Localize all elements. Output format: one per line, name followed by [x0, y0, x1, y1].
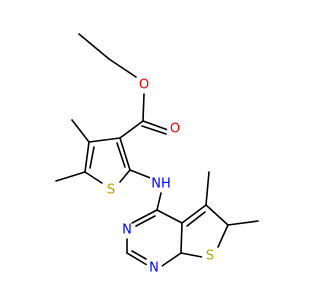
- bonds: [55, 33, 259, 267]
- bond-c4-c5-inner: [89, 146, 95, 169]
- sulfur-bottom-ring-label: S: [206, 249, 214, 264]
- bond-nh-c4prime: [156, 192, 162, 211]
- bond-carbonyl-double-b: [141, 125, 167, 135]
- sulfur-top-ring-label: S: [107, 183, 115, 198]
- bond-oxygen-to-carbonyl: [142, 93, 145, 122]
- nitrogen-pyrimidine-lower-atom: N: [146, 260, 162, 276]
- bond-c3-c4: [88, 137, 121, 143]
- bond-s-c2: [119, 169, 131, 183]
- nitrogen-pyrimidine-lower-label: N: [149, 261, 159, 276]
- bond-c4a-c4prime: [156, 209, 183, 224]
- oxygen-carbonyl-atom: O: [167, 121, 183, 137]
- bond-ethyl-to-oxygen: [108, 58, 137, 78]
- bond-c2prime-n1: [126, 252, 148, 266]
- bond-c5-s: [84, 171, 103, 184]
- nh-label: NH: [151, 177, 171, 192]
- bond-c5prime-c6prime: [205, 204, 229, 226]
- oxygen-ether-atom: O: [136, 77, 152, 93]
- bond-c4a-c5prime: [181, 204, 207, 224]
- nitrogen-pyrimidine-upper-label: N: [122, 223, 132, 238]
- bond-c4-c5: [84, 141, 90, 173]
- bond-c4a-c5prime-inner: [186, 211, 206, 227]
- bond-c5prime-methyl: [205, 171, 210, 206]
- bond-s-c7a: [180, 252, 203, 258]
- sulfur-top-ring-atom: S: [103, 182, 119, 198]
- nitrogen-pyrimidine-upper-atom: N: [119, 222, 135, 238]
- bond-c7a-c4a: [180, 222, 183, 254]
- bond-c2-nh: [129, 169, 154, 180]
- bond-carbonyl-double-a: [142, 120, 169, 131]
- bond-c2-c3-inner: [116, 142, 126, 168]
- bond-c2-c3: [119, 137, 131, 171]
- bond-c6prime-methyl: [227, 220, 259, 226]
- bond-c4-methyl: [71, 119, 90, 143]
- bond-n1-c7a: [161, 252, 182, 267]
- bond-c4prime-n3-inner: [135, 215, 156, 227]
- oxygen-ether-label: O: [139, 78, 149, 93]
- bond-c4prime-n3: [131, 209, 158, 224]
- bond-ethyl-terminal: [78, 33, 110, 60]
- bond-c5-methyl: [55, 171, 86, 182]
- oxygen-carbonyl-label: O: [170, 122, 180, 137]
- bond-c6prime-s: [217, 224, 229, 248]
- nh-atom: NH: [150, 176, 172, 192]
- bond-carbonyl-to-ring: [119, 120, 144, 139]
- bond-c2prime-n1-inner: [131, 250, 147, 260]
- molecule-structure: O O S NH N N S: [55, 33, 259, 276]
- atom-labels: O O S NH N N S: [103, 77, 218, 276]
- sulfur-bottom-ring-atom: S: [202, 248, 218, 264]
